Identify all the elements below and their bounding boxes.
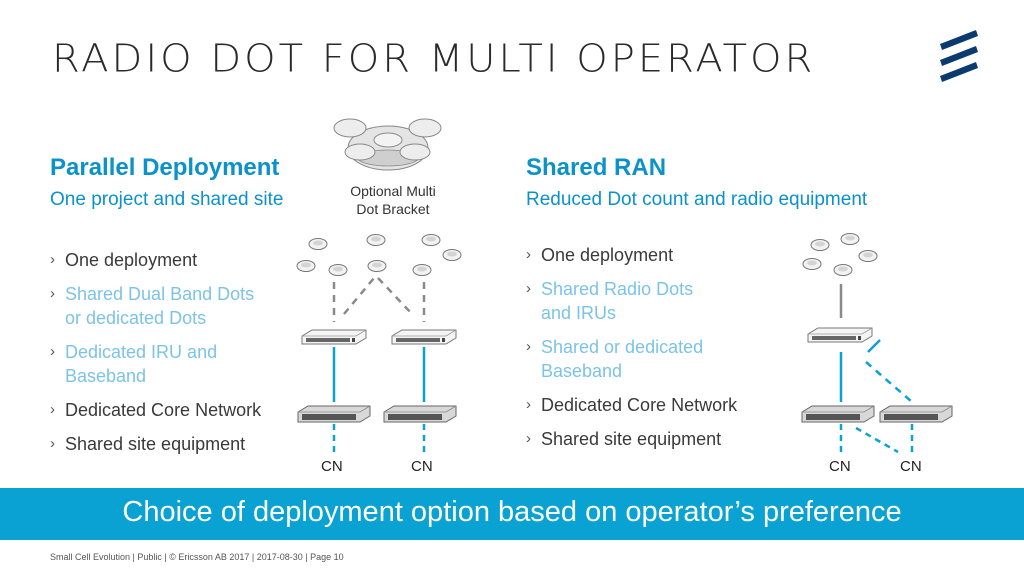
ericsson-logo-icon: [940, 30, 978, 82]
right-iru-baseband-dashed-link: [865, 361, 913, 403]
list-item: ›Shared or dedicated Baseband: [526, 337, 704, 381]
slide-title: RADIO DOT FOR MULTI OPERATOR: [52, 37, 816, 81]
slide-footer: Small Cell Evolution | Public | © Ericss…: [50, 552, 344, 562]
list-item: ›Shared Dual Band Dots or dedicated Dots: [50, 284, 255, 328]
list-item: ›One deployment: [50, 250, 198, 270]
right-iru-baseband-links: [839, 339, 881, 402]
chevron-right-icon: ›: [526, 246, 531, 263]
banner-text: Choice of deployment option based on ope…: [122, 496, 902, 528]
left-bullet-list: ›One deployment ›Shared Dual Band Dots o…: [50, 248, 261, 456]
left-heading: Parallel Deployment: [50, 154, 280, 181]
chevron-right-icon: ›: [526, 396, 531, 413]
left-iru-baseband-links: [332, 347, 426, 402]
multi-dot-bracket-icon: [333, 118, 442, 171]
list-item: ›Shared Radio Dots and IRUs: [526, 279, 694, 323]
chevron-right-icon: ›: [50, 251, 55, 268]
list-item: ›Shared site equipment: [50, 434, 246, 454]
list-item: ›One deployment: [526, 245, 674, 265]
bracket-label: Optional Multi Dot Bracket: [350, 183, 436, 217]
left-subheading: One project and shared site: [50, 189, 284, 210]
left-dot-links: [332, 277, 426, 322]
right-bullet-list: ›One deployment ›Shared Radio Dots and I…: [526, 243, 737, 451]
chevron-right-icon: ›: [50, 435, 55, 452]
right-iru-unit: [807, 327, 873, 343]
left-iru-units: [301, 329, 457, 345]
left-radio-dots: [296, 234, 462, 276]
left-baseband-units: [297, 405, 457, 423]
right-subheading: Reduced Dot count and radio equipment: [526, 189, 868, 210]
chevron-right-icon: ›: [526, 338, 531, 355]
cn-label: CN: [411, 458, 433, 475]
chevron-right-icon: ›: [526, 280, 531, 297]
chevron-right-icon: ›: [526, 430, 531, 447]
right-baseband-units: [801, 405, 953, 423]
right-core-links: [839, 424, 914, 454]
left-core-links: [332, 424, 426, 454]
chevron-right-icon: ›: [50, 401, 55, 418]
right-heading: Shared RAN: [526, 154, 667, 181]
cn-label: CN: [321, 458, 343, 475]
list-item: ›Shared site equipment: [526, 429, 722, 449]
chevron-right-icon: ›: [50, 285, 55, 302]
chevron-right-icon: ›: [50, 343, 55, 360]
cn-label: CN: [900, 458, 922, 475]
preference-banner: [0, 488, 1024, 540]
list-item: ›Dedicated Core Network: [50, 400, 262, 420]
right-radio-dots: [802, 233, 878, 276]
cn-label: CN: [829, 458, 851, 475]
list-item: ›Dedicated Core Network: [526, 395, 738, 415]
list-item: ›Dedicated IRU and Baseband: [50, 342, 218, 386]
